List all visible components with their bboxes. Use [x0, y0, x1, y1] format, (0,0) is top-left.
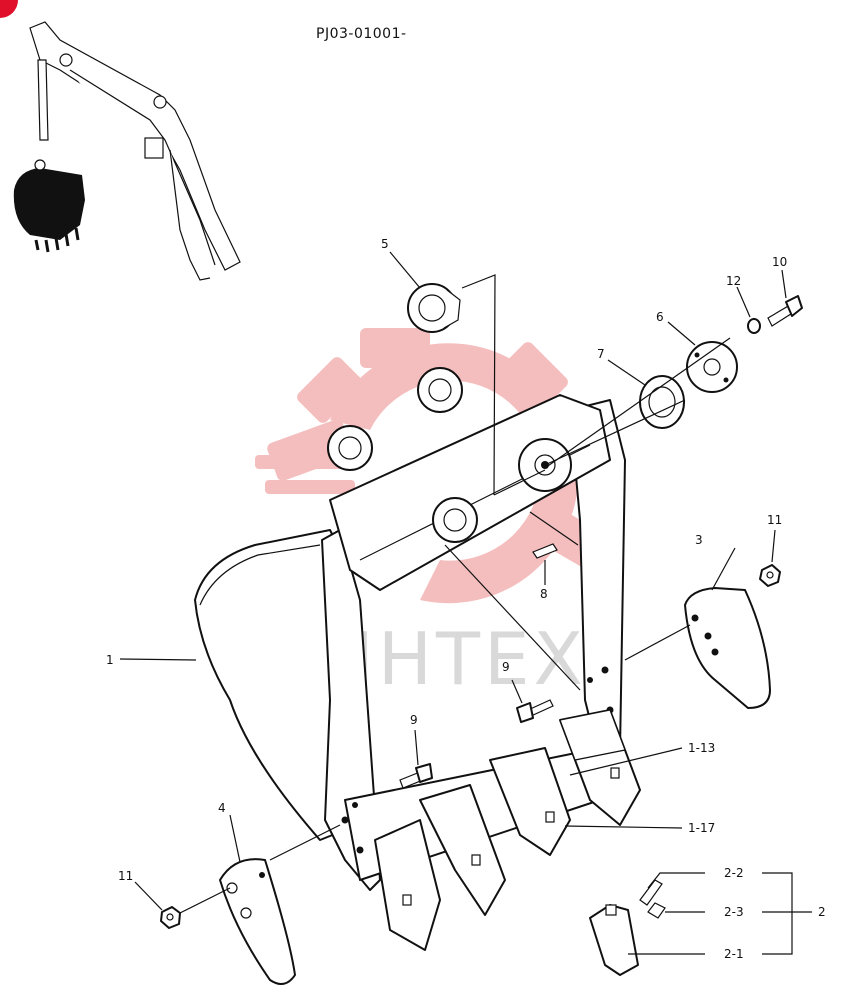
adapter-1-13 — [559, 709, 626, 761]
callout-11-right: 11 — [767, 513, 782, 527]
bucket-teeth — [374, 709, 641, 951]
tooth-2 — [419, 784, 506, 916]
tooth-assembly-part-2 — [589, 879, 666, 976]
bolt-part-9-right — [516, 699, 554, 723]
tooth-3 — [489, 747, 571, 856]
lock-part-2-3 — [647, 902, 666, 919]
callout-1: 1 — [106, 653, 114, 667]
pin-part-8 — [532, 543, 558, 559]
excavator-arm-inset — [13, 21, 241, 281]
nut-part-11-left — [160, 906, 181, 929]
shim-part-7 — [639, 375, 685, 429]
bolt-part-9-left — [399, 763, 433, 789]
callout-10: 10 — [772, 255, 787, 269]
callout-1-17: 1-17 — [688, 821, 715, 835]
callout-2-2: 2-2 — [724, 866, 744, 880]
callout-2: 2 — [818, 905, 826, 919]
document-code: PJ03-01001- — [316, 26, 407, 42]
callout-9-right: 9 — [502, 660, 510, 674]
leader-lines — [119, 251, 812, 955]
bushing-part-5 — [407, 283, 461, 333]
pin-part-2-2 — [639, 879, 663, 906]
nut-part-11-right — [759, 564, 781, 587]
callout-2-1: 2-1 — [724, 947, 744, 961]
callout-4: 4 — [218, 801, 226, 815]
callout-11-left: 11 — [118, 869, 133, 883]
callout-1-13: 1-13 — [688, 741, 715, 755]
corner-badge — [0, 0, 18, 18]
callout-5: 5 — [381, 237, 389, 251]
side-cutter-part-4 — [219, 858, 296, 985]
side-cutter-part-3 — [684, 587, 771, 709]
bucket-body — [194, 367, 631, 891]
callout-8: 8 — [540, 587, 548, 601]
callout-2-3: 2-3 — [724, 905, 744, 919]
callout-9-left: 9 — [410, 713, 418, 727]
callout-3: 3 — [695, 533, 703, 547]
callout-6: 6 — [656, 310, 664, 324]
callout-12: 12 — [726, 274, 741, 288]
bolt-part-10 — [767, 295, 803, 327]
callout-7: 7 — [597, 347, 605, 361]
tooth-1 — [374, 819, 441, 951]
plate-part-6 — [686, 341, 738, 393]
callout-labels: 1 5 7 6 12 10 8 9 9 3 11 4 11 1-13 1-17 … — [106, 237, 826, 961]
washer-part-12 — [747, 318, 761, 334]
